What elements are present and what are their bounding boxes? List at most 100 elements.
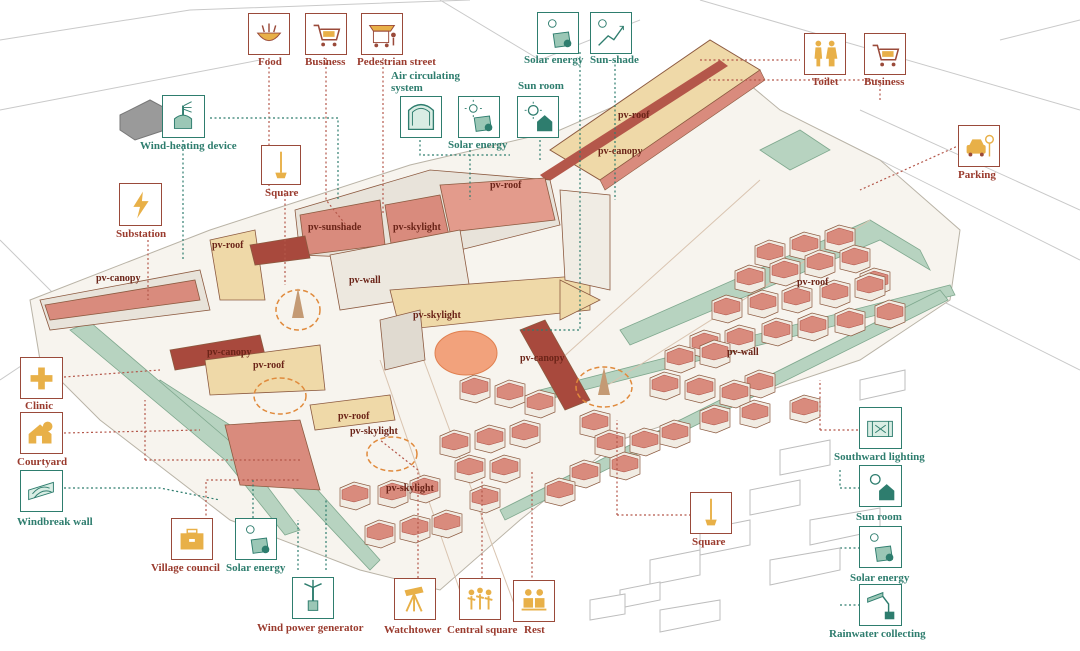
row-house-facade: [651, 374, 679, 393]
pedestrian-street-label: Pedestrian street: [357, 56, 436, 68]
row-house-facade: [756, 242, 784, 261]
row-house-facade: [701, 407, 729, 426]
row-house-facade: [611, 454, 639, 473]
tag-pv-skylight-center: pv-skylight: [413, 310, 461, 321]
row-house-facade: [826, 227, 854, 246]
tag-pv-roof-top: pv-roof: [618, 110, 650, 121]
street-vendor-icon: [361, 13, 403, 55]
square-bottom-label: Square: [692, 536, 726, 548]
solar-energy-right-label: Solar energy: [850, 572, 910, 584]
tag-pv-skylight-lower: pv-skylight: [350, 426, 398, 437]
wind-turbine-icon: [292, 577, 334, 619]
tag-pv-canopy-top: pv-canopy: [598, 146, 643, 157]
row-house-facade: [456, 457, 484, 476]
rainwater-collecting-label: Rainwater collecting: [829, 628, 926, 640]
long-canopy-building: [540, 39, 766, 191]
row-house-facade: [461, 377, 489, 396]
wind-heating-device-icon: [162, 95, 205, 138]
row-house-facade: [799, 315, 827, 334]
plazas: [253, 288, 633, 472]
watchtower-icon: [394, 578, 436, 620]
row-house-facade: [763, 320, 791, 339]
tag-pv-roof-right: pv-roof: [797, 277, 829, 288]
row-house-facade: [821, 282, 849, 301]
row-house-facade: [366, 522, 394, 541]
row-house-facade: [806, 252, 834, 271]
solar-energy-mid-label: Solar energy: [448, 139, 508, 151]
shopping-cart-icon: [305, 13, 347, 55]
sun-room-icon-right: [859, 465, 902, 507]
row-houses: [339, 224, 906, 549]
sun-shade-label: Sun-shade: [590, 54, 639, 66]
row-house-facade: [546, 480, 574, 499]
southward-lighting-icon: [859, 407, 902, 449]
row-house-facade: [666, 347, 694, 366]
medical-cross-icon: [20, 357, 63, 399]
row-house-facade: [379, 482, 407, 501]
row-house-facade: [401, 517, 429, 536]
row-house-facade: [701, 342, 729, 361]
windbreak-wall-label: Windbreak wall: [17, 516, 93, 528]
windbreak-wall-icon: [20, 470, 63, 512]
tag-pv-wall-right: pv-wall: [727, 347, 759, 358]
row-house-facade: [571, 462, 599, 481]
business-top-label: Business: [305, 56, 346, 68]
leader-lines-green: [64, 52, 860, 606]
context-building: [119, 99, 166, 141]
watchtower-label: Watchtower: [384, 624, 442, 636]
food-icon: [248, 13, 290, 55]
row-house-facade: [433, 512, 461, 531]
courtyard-label: Courtyard: [17, 456, 68, 468]
square-monument-icon-left: [261, 145, 301, 185]
wind-power-generator-label: Wind power generator: [257, 622, 364, 634]
row-house-facade: [771, 260, 799, 279]
row-house-facade: [726, 327, 754, 346]
wind-heating-device-label: Wind-heating device: [140, 140, 237, 152]
row-house-facade: [856, 275, 884, 294]
parking-icon: [958, 125, 1000, 167]
row-house-facade: [836, 310, 864, 329]
row-house-facade: [721, 382, 749, 401]
tag-pv-roof-mid: pv-roof: [253, 360, 285, 371]
context-houses: [589, 369, 906, 633]
row-house-facade: [341, 484, 369, 503]
solar-panel-icon-mid: [458, 96, 500, 138]
tag-pv-roof-upper: pv-roof: [490, 180, 522, 191]
shopping-cart-right-icon: [864, 33, 906, 75]
tag-pv-sunshade: pv-sunshade: [308, 222, 362, 233]
solar-panel-icon-bottom: [235, 518, 277, 560]
lightning-bolt-icon: [119, 183, 162, 226]
row-house-facade: [661, 422, 689, 441]
row-house-facade: [749, 292, 777, 311]
row-house-facade: [841, 247, 869, 266]
square-monument-icon-bottom: [690, 492, 732, 534]
business-right-label: Business: [864, 76, 905, 88]
rest-icon: [513, 580, 555, 622]
clinic-label: Clinic: [25, 400, 54, 412]
row-house-facade: [496, 382, 524, 401]
tag-pv-skylight-bottom: pv-skylight: [386, 483, 434, 494]
sun-shade-icon: [590, 12, 632, 54]
solar-energy-top-label: Solar energy: [524, 54, 584, 66]
sun-room-top-label: Sun room: [518, 80, 564, 92]
row-house-facade: [741, 402, 769, 421]
tag-pv-wall-left: pv-wall: [349, 275, 381, 286]
row-house-facade: [441, 432, 469, 451]
rainwater-collecting-icon: [859, 584, 902, 626]
rest-label: Rest: [524, 624, 545, 636]
tag-pv-roof-lower: pv-roof: [338, 411, 370, 422]
row-house-facade: [631, 430, 659, 449]
parking-label: Parking: [958, 169, 996, 181]
row-house-facade: [491, 457, 519, 476]
toilet-icon: [804, 33, 846, 75]
row-house-facade: [876, 302, 904, 321]
row-house-facade: [686, 377, 714, 396]
row-house-facade: [791, 234, 819, 253]
briefcase-icon: [171, 518, 213, 560]
air-circulating-system-label: Air circulating system: [391, 70, 460, 94]
solar-panel-icon-right: [859, 526, 902, 568]
tag-pv-canopy-mid: pv-canopy: [207, 347, 252, 358]
courtyard-icon: [20, 412, 63, 454]
square-left-label: Square: [265, 187, 299, 199]
